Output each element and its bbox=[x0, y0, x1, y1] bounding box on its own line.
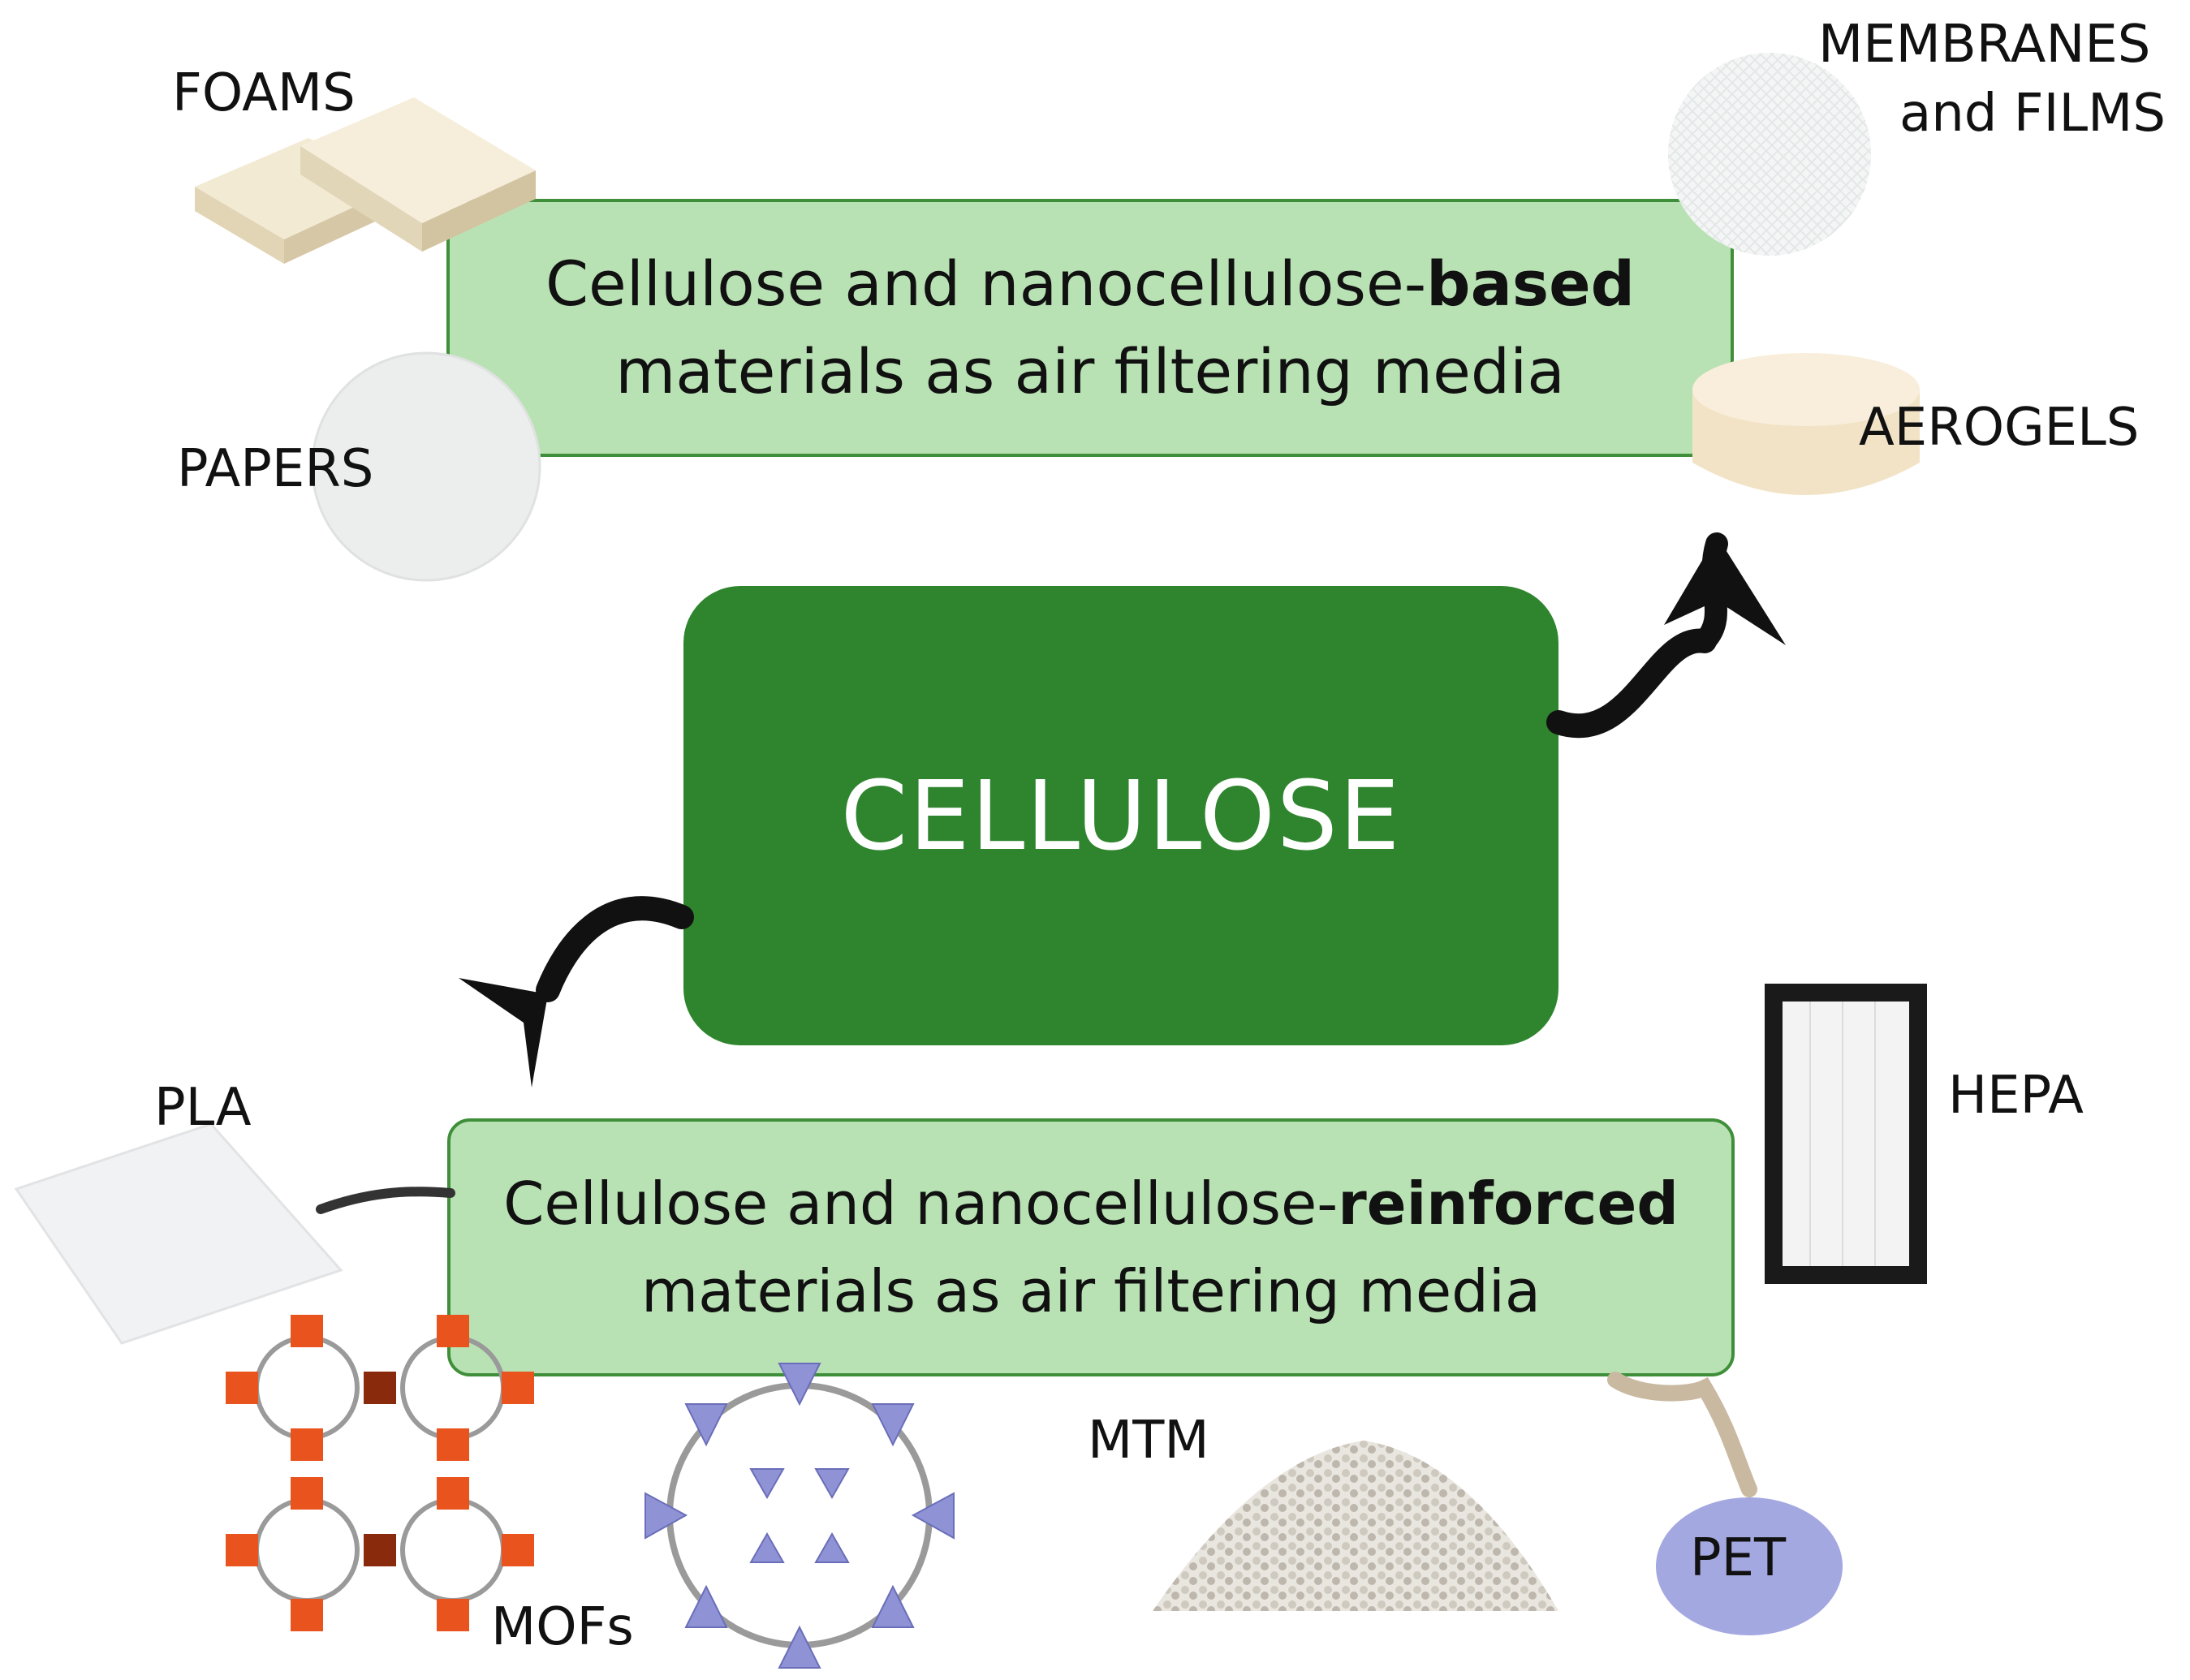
hepa-image bbox=[1765, 984, 1927, 1284]
pet-image bbox=[1607, 1372, 1843, 1635]
top-panel-bold: based bbox=[1426, 248, 1636, 320]
pla-image bbox=[14, 1122, 343, 1345]
aerogels-image bbox=[1692, 353, 1920, 495]
membranes-image bbox=[1668, 53, 1871, 256]
bottom-panel-line2: materials as air filtering media bbox=[640, 1257, 1541, 1325]
pla-connector bbox=[316, 1187, 455, 1214]
foams-image bbox=[195, 97, 536, 264]
top-panel: Cellulose and nanocellulose-based materi… bbox=[446, 199, 1734, 457]
top-panel-line2: materials as air filtering media bbox=[615, 335, 1565, 407]
mofs-label: MOFs bbox=[491, 1597, 634, 1657]
bottom-panel-line1: Cellulose and nanocellulose-reinforced bbox=[503, 1170, 1679, 1238]
pet-label: PET bbox=[1690, 1528, 1787, 1588]
aerogels-label: AEROGELS bbox=[1859, 398, 2140, 458]
membranes-label-1: MEMBRANES bbox=[1818, 15, 2151, 75]
mof-purple-image bbox=[644, 1363, 955, 1669]
top-panel-line1: Cellulose and nanocellulose-based bbox=[545, 248, 1636, 320]
arrow-to-bottom bbox=[459, 896, 694, 1088]
cellulose-label: CELLULOSE bbox=[840, 760, 1402, 872]
arrow-to-top bbox=[1546, 532, 1786, 739]
mof-orange-image bbox=[226, 1315, 534, 1631]
hepa-label: HEPA bbox=[1948, 1066, 2084, 1126]
bottom-panel-bold: reinforced bbox=[1338, 1170, 1679, 1238]
foams-label: FOAMS bbox=[172, 63, 356, 123]
mtm-image bbox=[1153, 1441, 1558, 1611]
mtm-label: MTM bbox=[1088, 1411, 1209, 1471]
papers-image bbox=[311, 351, 541, 582]
membranes-label-2: and FILMS bbox=[1899, 84, 2166, 144]
cellulose-box: CELLULOSE bbox=[683, 586, 1558, 1045]
pla-label: PLA bbox=[154, 1078, 252, 1138]
bottom-panel: Cellulose and nanocellulose-reinforced m… bbox=[447, 1118, 1735, 1376]
papers-label: PAPERS bbox=[177, 439, 374, 499]
